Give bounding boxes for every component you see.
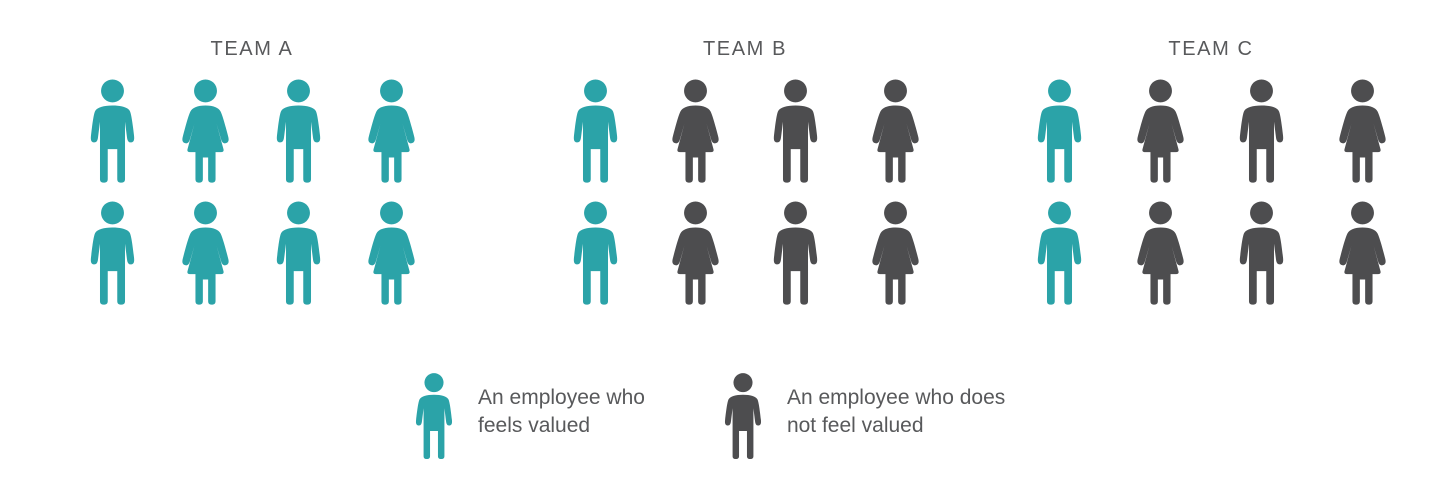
person-icon-male-not_valued	[745, 197, 845, 305]
person-icon-female-valued	[345, 75, 438, 183]
person-icon-female-not_valued	[1312, 75, 1413, 183]
person-icon-male-valued	[545, 75, 645, 183]
person-icon-female-valued	[159, 75, 252, 183]
person-icon-male-valued	[1009, 197, 1110, 305]
person-icon-male-valued	[1009, 75, 1110, 183]
team-c-row-1	[1009, 75, 1413, 183]
person-icon-female-not_valued	[645, 75, 745, 183]
team-c-rows	[1009, 75, 1413, 305]
team-a-row-1	[66, 75, 438, 183]
person-icon-male-valued	[66, 197, 159, 305]
team-label-a: TEAM A	[210, 38, 294, 60]
legend-label-valued: An employee who feels valued	[478, 386, 645, 437]
person-icon-male-valued	[545, 197, 645, 305]
person-icon-male-not_valued	[1211, 75, 1312, 183]
person-icon-female-not_valued	[1312, 197, 1413, 305]
person-icon-female-not_valued	[1110, 197, 1211, 305]
team-label-b: TEAM B	[702, 38, 788, 60]
person-icon-female-not_valued	[1110, 75, 1211, 183]
person-icon-male-valued	[252, 75, 345, 183]
person-icon-female-not_valued	[645, 197, 745, 305]
person-icon-male-not_valued	[745, 75, 845, 183]
team-b-row-1	[545, 75, 945, 183]
team-group-b: TEAM B	[545, 38, 945, 305]
team-group-a: TEAM A	[66, 38, 438, 305]
team-group-c: TEAM C	[1009, 38, 1413, 305]
person-icon-male-valued	[252, 197, 345, 305]
team-a-row-2	[66, 197, 438, 305]
legend-item-valued: An employee who feels valued	[412, 362, 645, 462]
legend-item-not-valued: An employee who does not feel valued	[721, 362, 1005, 462]
person-icon-female-not_valued	[845, 197, 945, 305]
person-icon-male-not_valued	[1211, 197, 1312, 305]
person-icon-legend-not-valued	[721, 362, 765, 462]
team-b-row-2	[545, 197, 945, 305]
team-c-row-2	[1009, 197, 1413, 305]
legend-label-not-valued: An employee who does not feel valued	[786, 386, 1006, 437]
person-icon-female-valued	[159, 197, 252, 305]
team-a-rows	[66, 75, 438, 305]
team-label-c: TEAM C	[1168, 38, 1254, 60]
chart-legend: An employee who feels valued An employee…	[412, 362, 1005, 462]
team-b-rows	[545, 75, 945, 305]
person-icon-female-not_valued	[845, 75, 945, 183]
person-icon-male-valued	[66, 75, 159, 183]
person-icon-legend-valued	[412, 362, 456, 462]
person-icon-female-valued	[345, 197, 438, 305]
